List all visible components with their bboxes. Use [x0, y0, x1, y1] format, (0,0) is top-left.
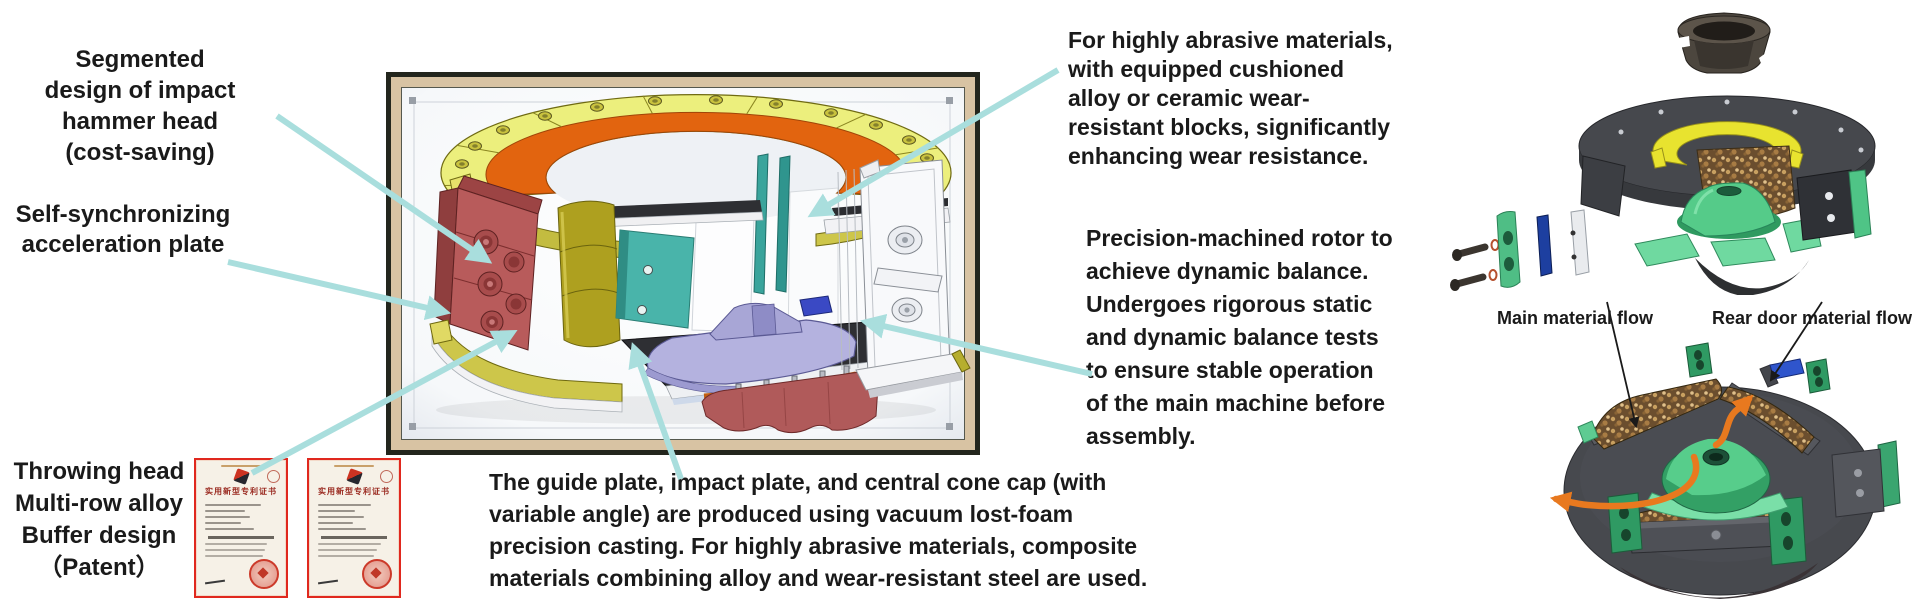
label-line: Throwing head — [13, 458, 185, 485]
patent-certificate: 实用新型专利证书 — [307, 458, 401, 598]
green-liner-plate — [1496, 211, 1521, 288]
label-main-material-flow: Main material flow — [1497, 308, 1654, 328]
red-seal-icon — [362, 559, 392, 589]
paragraph-line: The guide plate, impact plate, and centr… — [489, 469, 1107, 495]
paragraph-rotor-balance: Precision-machined rotor to achieve dyna… — [1086, 222, 1393, 453]
paragraph-line: of the main machine before — [1086, 390, 1386, 416]
blue-liner-plate — [1536, 214, 1553, 277]
exploded-fastener-parts — [1450, 209, 1590, 291]
label-line: hammer head — [61, 108, 219, 135]
certificate-ornament — [334, 465, 374, 467]
paragraph-line: to ensure stable operation — [1086, 357, 1374, 383]
blue-insert — [799, 295, 833, 317]
label-line: Multi-row alloy — [15, 490, 183, 517]
paragraph-line: resistant blocks, significantly — [1068, 114, 1391, 140]
signature-mark — [204, 579, 226, 585]
paragraph-line: alloy or ceramic wear- — [1068, 85, 1310, 111]
material-flow-arrows — [1549, 394, 1754, 513]
label-line: acceleration plate — [21, 231, 225, 258]
patent-certificate: 实用新型专利证书 — [194, 458, 288, 598]
label-pointer-lines — [1606, 301, 1823, 429]
certificate-text — [309, 497, 399, 557]
certificate-ornament — [221, 465, 261, 467]
paragraph-line: and dynamic balance tests — [1086, 324, 1379, 350]
white-liner-plate — [1570, 209, 1590, 276]
rear-door-insert — [1769, 358, 1805, 380]
main-flow-arrow — [1549, 453, 1700, 513]
paragraph-line: For highly abrasive materials, — [1068, 27, 1393, 53]
label-line: Segmented — [75, 46, 205, 73]
center-cone — [1643, 438, 1789, 521]
certificate-title: 实用新型专利证书 — [205, 487, 277, 496]
certificate-title: 实用新型专利证书 — [318, 487, 390, 496]
signature-mark — [317, 579, 339, 585]
rotor-body — [1578, 95, 1876, 295]
patent-office-logo — [232, 468, 250, 485]
rotor-exploded-render — [1450, 12, 1876, 295]
paragraph-line: with equipped cushioned — [1068, 56, 1344, 82]
impact-wall — [1577, 378, 1723, 450]
side-bracket — [1831, 440, 1901, 518]
label-segmented-hammer-head: Segmented design of impact hammer head (… — [33, 44, 247, 168]
impact-hammer-stack — [433, 175, 543, 351]
paragraph-line: materials combining alloy and wear-resis… — [489, 565, 1148, 591]
rear-flow-arrow — [1712, 394, 1754, 449]
paragraph-line: enhancing wear resistance. — [1068, 143, 1369, 169]
central-cone-cap — [643, 295, 857, 395]
paragraph-line: achieve dynamic balance. — [1086, 258, 1369, 284]
paragraph-line: assembly. — [1086, 423, 1196, 449]
paragraph-line: Precision-machined rotor to — [1086, 225, 1393, 251]
green-clamp-blocks — [1607, 342, 1831, 566]
rock-bed — [1591, 378, 1722, 450]
green-wear-plates — [1634, 217, 1822, 267]
paragraph-line: Undergoes rigorous static — [1086, 291, 1373, 317]
label-self-synchronizing-plate: Self-synchronizing acceleration plate — [6, 200, 240, 260]
label-line: Buffer design — [21, 522, 177, 549]
label-throwing-head-buffer: Throwing head Multi-row alloy Buffer des… — [0, 456, 198, 584]
patent-office-logo — [345, 468, 363, 485]
paragraph-vacuum-casting: The guide plate, impact plate, and centr… — [489, 466, 1147, 594]
label-line: Self-synchronizing — [15, 201, 231, 228]
green-cone — [1677, 182, 1781, 239]
label-line: design of impact — [44, 77, 236, 104]
feed-collar — [1677, 12, 1771, 74]
certificate-medal-icon — [267, 470, 280, 483]
label-line: （Patent） — [38, 554, 160, 581]
guide-plate — [615, 229, 695, 329]
rotor-cutaway-cad-image — [386, 72, 980, 455]
material-flow-render — [1549, 301, 1901, 599]
acceleration-post — [753, 153, 791, 295]
label-line: (cost-saving) — [65, 139, 215, 166]
certificate-text — [196, 497, 286, 557]
paragraph-line: variable angle) are produced using vacuu… — [489, 501, 1074, 527]
certificate-medal-icon — [380, 470, 393, 483]
red-seal-icon — [249, 559, 279, 589]
paragraph-line: precision casting. For highly abrasive m… — [489, 533, 1138, 559]
acceleration-plate-segments — [557, 200, 621, 348]
clamp-block-holes — [1619, 350, 1823, 550]
paragraph-wear-resistant-blocks: For highly abrasive materials, with equi… — [1068, 26, 1393, 171]
